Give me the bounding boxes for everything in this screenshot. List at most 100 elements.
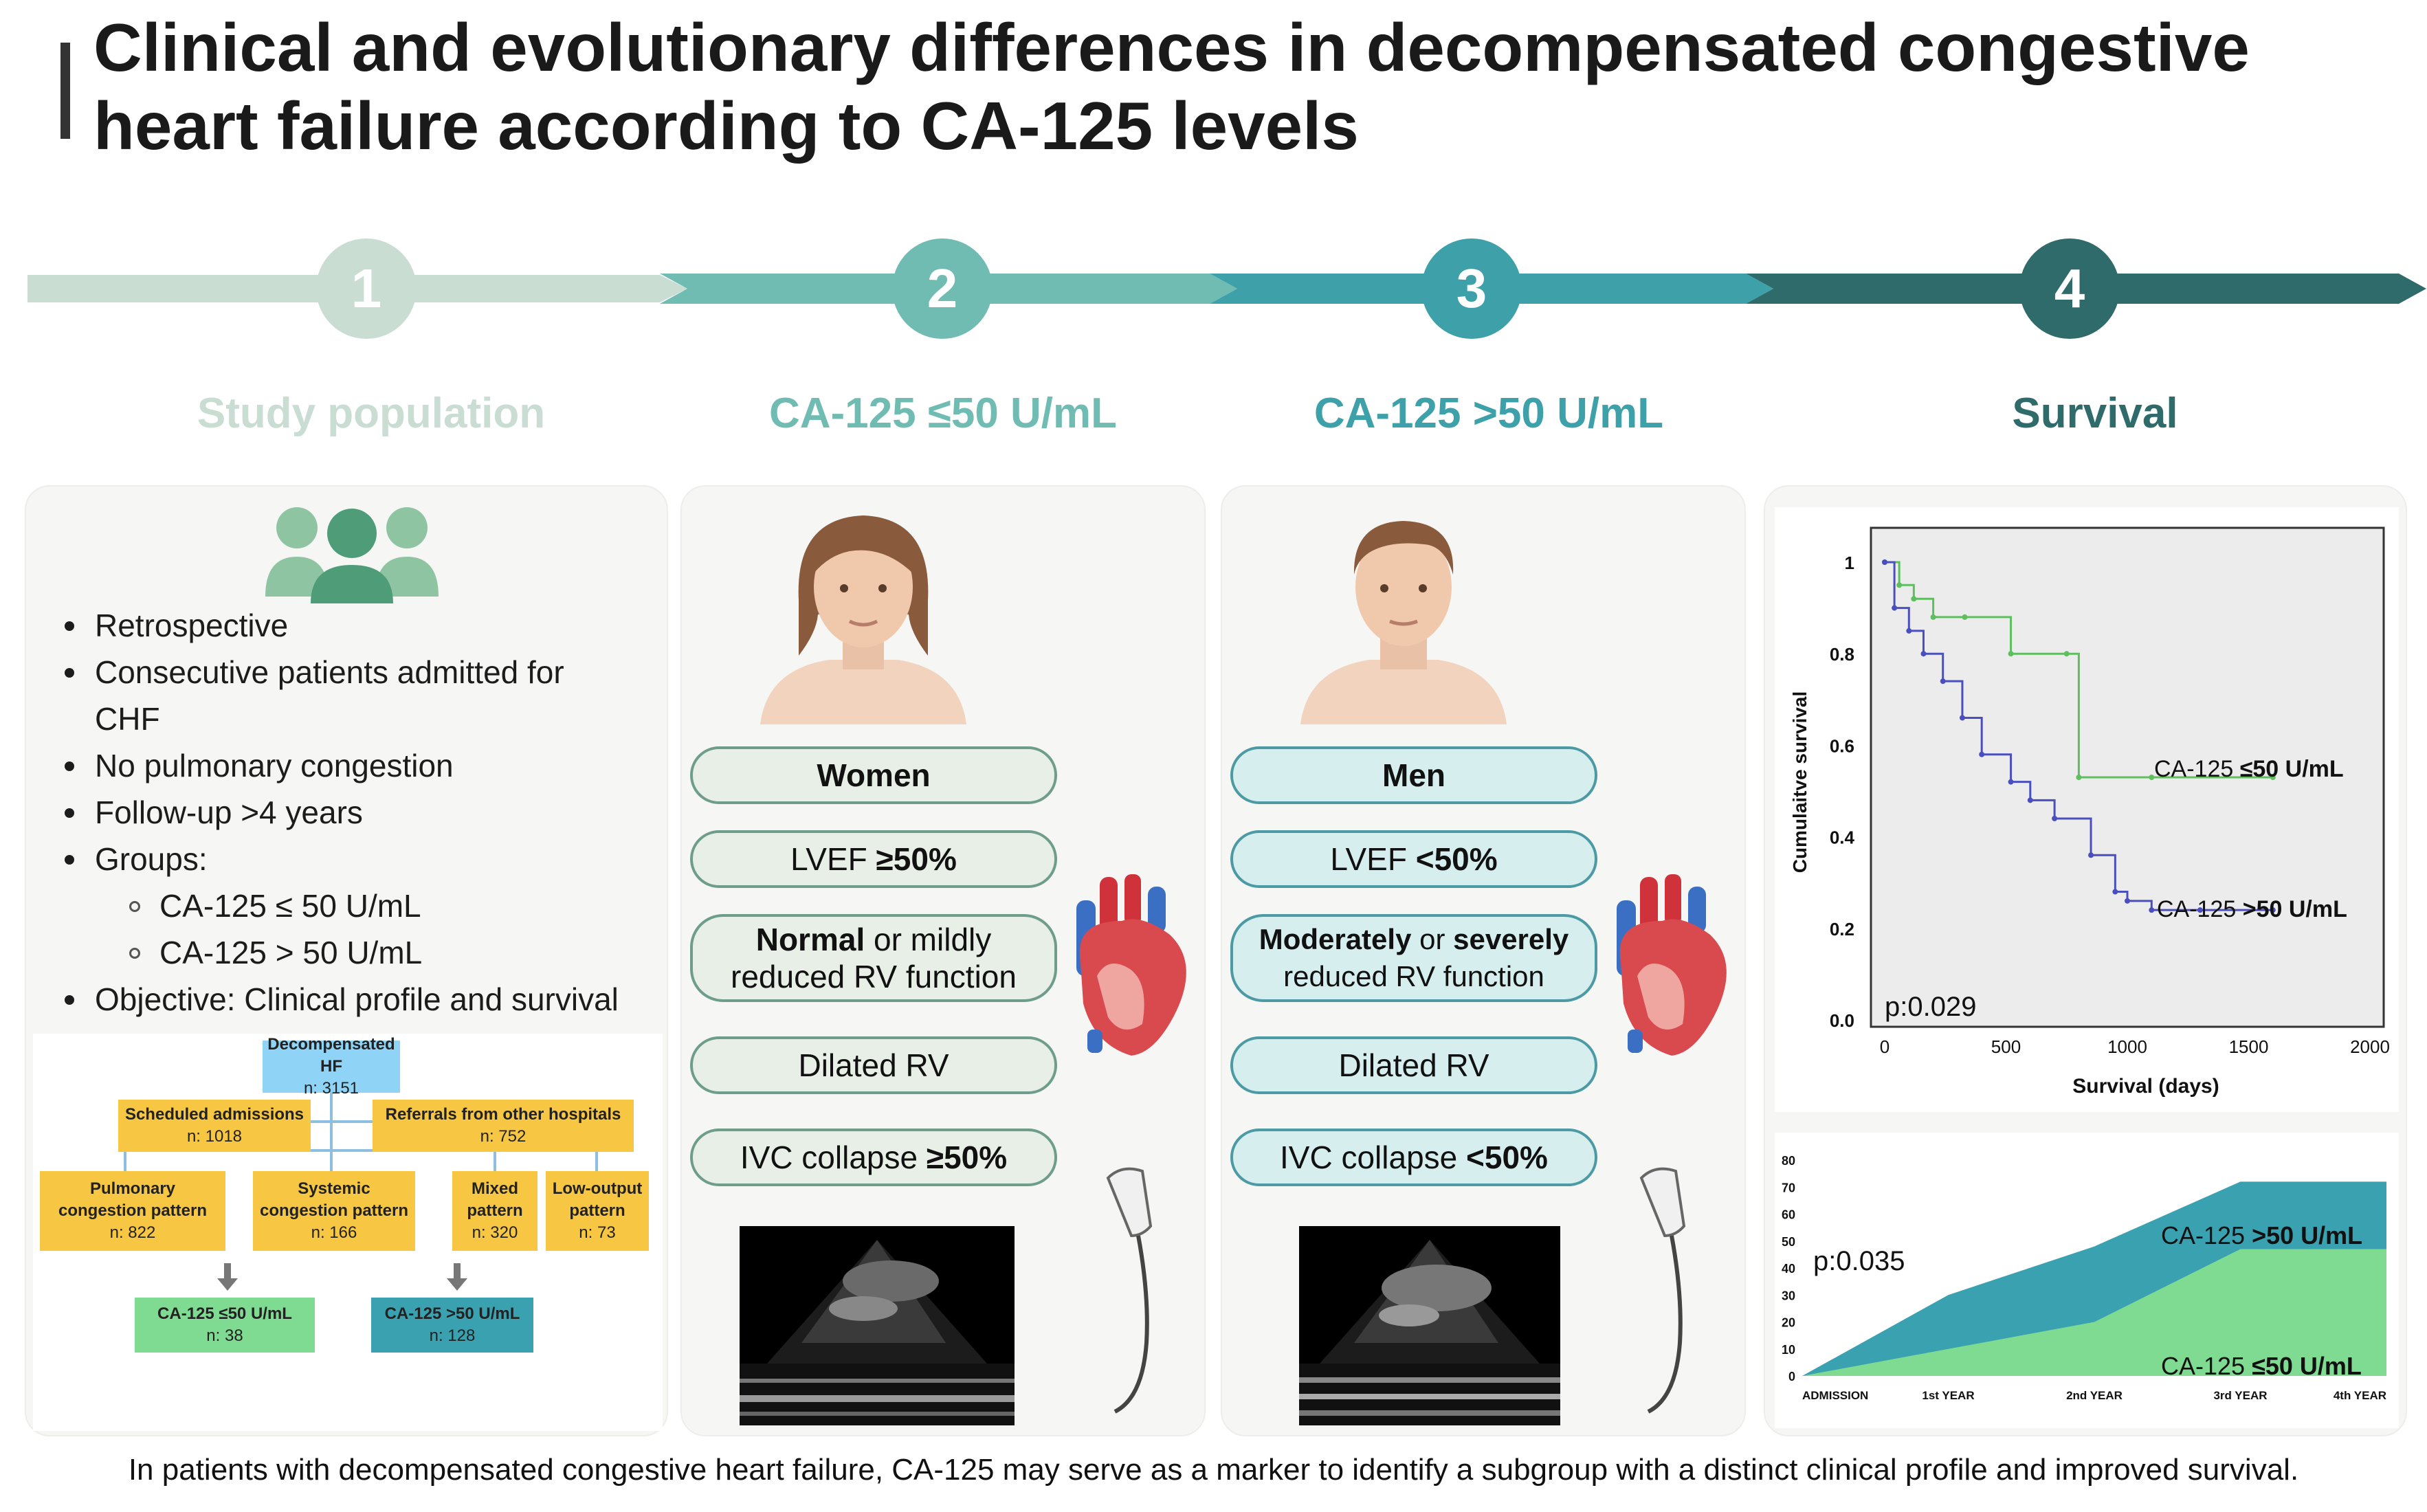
survival-censor-mark: [1959, 715, 1965, 721]
women-lvef-pill: LVEF ≥50%: [690, 830, 1057, 888]
area-xtick: 3rd YEAR: [2213, 1389, 2267, 1402]
survival-censor-mark: [2270, 775, 2276, 781]
step-2-circle: 2: [892, 238, 993, 339]
survival-ytick: 0.6: [1830, 735, 1854, 756]
survival-censor-mark: [2112, 889, 2118, 895]
survival-censor-mark: [2052, 815, 2058, 821]
women-echo-image: [740, 1226, 1015, 1425]
survival-ylabel: Cumulaitve survival: [1789, 691, 1810, 874]
area-xtick: ADMISSION: [1802, 1389, 1868, 1402]
survival-ytick: 0.8: [1830, 644, 1854, 665]
footer-conclusion: In patients with decompensated congestiv…: [128, 1453, 2299, 1487]
men-sex-pill: Men: [1230, 746, 1597, 804]
area-series-shape: [1802, 1249, 2386, 1376]
survival-low-label: CA-125 ≤50 U/mL: [2154, 756, 2344, 782]
survival-censor-mark: [2076, 775, 2082, 781]
echo-scan-graphic: [1299, 1240, 1560, 1425]
survival-censor-mark: [2197, 907, 2203, 913]
panel-study-population: Retrospective Consecutive patients admit…: [25, 485, 668, 1436]
group-people-icon: [265, 507, 439, 603]
step-4-heading: Survival: [2012, 390, 2178, 437]
ultrasound-probe-icon: [1639, 1167, 1686, 1414]
survival-censor-mark: [2149, 775, 2155, 781]
women-dilated-pill: Dilated RV: [690, 1036, 1057, 1094]
survival-xtick: 2000: [2350, 1036, 2390, 1057]
echo-scan-graphic: [740, 1240, 1015, 1425]
men-echo-image: [1299, 1226, 1560, 1425]
bullet-groups: Groups:: [65, 836, 208, 882]
survival-censor-mark: [1906, 627, 1912, 634]
survival-censor-mark: [2008, 779, 2014, 785]
survival-ytick: 1: [1845, 553, 1854, 573]
survival-censor-mark: [1892, 605, 1898, 611]
survival-censor-mark: [1882, 559, 1887, 565]
women-ivc-pill: IVC collapse ≥50%: [690, 1129, 1057, 1186]
survival-xtick: 1500: [2229, 1036, 2269, 1057]
survival-ytick: 0.4: [1830, 827, 1855, 848]
survival-censor-mark: [2088, 852, 2094, 858]
step-4-circle: 4: [2019, 238, 2120, 339]
survival-censor-mark: [2125, 898, 2130, 904]
survival-censor-mark: [1911, 596, 1917, 602]
survival-high-label: CA-125 >50 U/mL: [2157, 896, 2347, 922]
area-low-label: CA-125 ≤50 U/mL: [2161, 1352, 2362, 1380]
title-accent-bar: [60, 43, 70, 139]
ultrasound-probe-icon: [1106, 1167, 1153, 1414]
men-lvef-pill: LVEF <50%: [1230, 830, 1597, 888]
men-dilated-pill: Dilated RV: [1230, 1036, 1597, 1094]
area-ytick: 20: [1782, 1316, 1795, 1330]
survival-censor-mark: [1920, 651, 1927, 657]
man-avatar-icon: [1300, 521, 1507, 724]
bullet-objective: Objective: Clinical profile and survival: [65, 976, 619, 1023]
area-ytick: 80: [1782, 1154, 1795, 1168]
area-xtick: 4th YEAR: [2334, 1389, 2386, 1402]
survival-censor-mark: [2270, 907, 2276, 913]
survival-censor-mark: [2149, 907, 2155, 913]
bullet-no-pulmonary: No pulmonary congestion: [65, 742, 454, 789]
survival-censor-mark: [1979, 751, 1985, 757]
heart-icon: [1076, 874, 1186, 1056]
area-ytick: 30: [1782, 1289, 1795, 1302]
step-3-circle: 3: [1421, 238, 1522, 339]
step-1-circle: 1: [316, 238, 417, 339]
area-xtick: 1st YEAR: [1922, 1389, 1974, 1402]
woman-avatar-icon: [760, 515, 966, 724]
survival-censor-mark: [2063, 651, 2070, 657]
survival-ytick: 0.2: [1830, 919, 1854, 940]
page-title: Clinical and evolutionary differences in…: [93, 10, 2250, 164]
survival-censor-mark: [1940, 678, 1946, 685]
area-ytick: 50: [1782, 1235, 1795, 1249]
bullet-follow-up: Follow-up >4 years: [65, 789, 363, 836]
area-ytick: 70: [1782, 1181, 1795, 1194]
area-ytick: 40: [1782, 1262, 1795, 1276]
area-xtick: 2nd YEAR: [2066, 1389, 2123, 1402]
heart-icon: [1617, 874, 1727, 1056]
survival-censor-mark: [1930, 614, 1936, 620]
bullet-consecutive-cont: CHF: [95, 701, 160, 737]
step-3-heading: CA-125 >50 U/mL: [1314, 390, 1664, 437]
survival-xlabel: Survival (days): [2072, 1075, 2219, 1098]
survival-censor-mark: [1896, 582, 1903, 588]
step-2-heading: CA-125 ≤50 U/mL: [768, 390, 1118, 437]
area-high-label: CA-125 >50 U/mL: [2161, 1221, 2362, 1249]
area-ytick: 60: [1782, 1208, 1795, 1222]
subbullet-low: CA-125 ≤ 50 U/mL: [129, 882, 421, 929]
step-1-heading: Study population: [197, 390, 546, 437]
men-ivc-pill: IVC collapse <50%: [1230, 1129, 1597, 1186]
survival-xtick: 500: [1991, 1036, 2021, 1057]
